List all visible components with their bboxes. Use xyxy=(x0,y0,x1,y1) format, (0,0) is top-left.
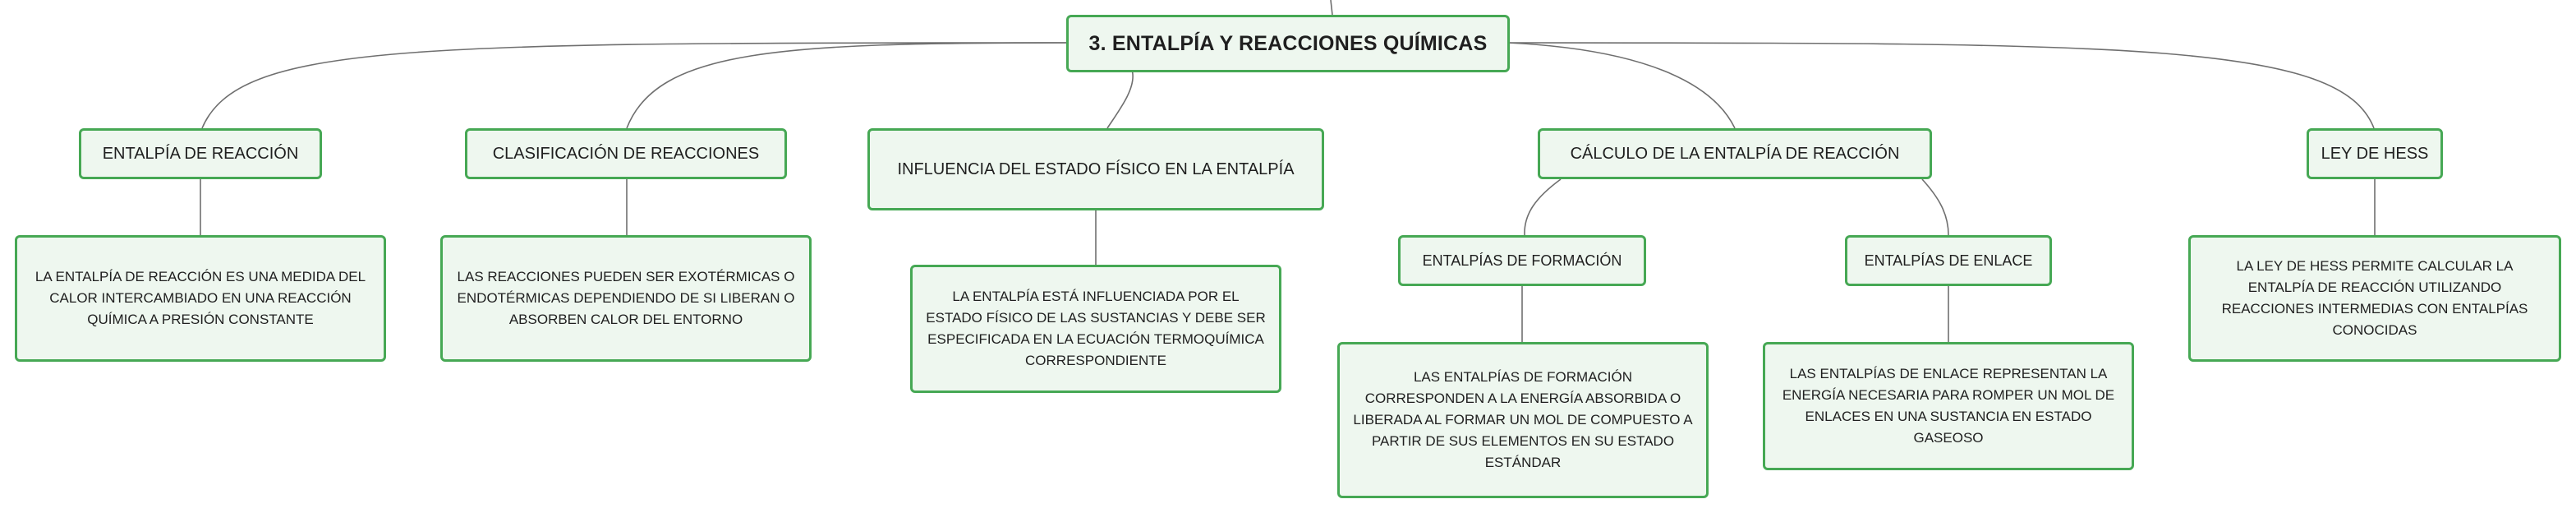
root-topic-label: 3. ENTALPÍA Y REACCIONES QUÍMICAS xyxy=(1088,31,1488,55)
topic-enthalpy-reaction[interactable]: ENTALPÍA DE REACCIÓN xyxy=(79,128,322,179)
description-text: LA LEY DE HESS PERMITE CALCULAR LA ENTAL… xyxy=(2221,258,2528,338)
description-text: LAS REACCIONES PUEDEN SER EXOTÉRMICAS O … xyxy=(457,269,795,327)
connector-root-hess xyxy=(1507,42,2375,129)
topic-calculation[interactable]: CÁLCULO DE LA ENTALPÍA DE REACCIÓN xyxy=(1538,128,1932,179)
connector-calculation-formation xyxy=(1524,178,1562,236)
description-text: LA ENTALPÍA DE REACCIÓN ES UNA MEDIDA DE… xyxy=(34,269,366,327)
topic-label: CÁLCULO DE LA ENTALPÍA DE REACCIÓN xyxy=(1570,144,1900,163)
topic-classification[interactable]: CLASIFICACIÓN DE REACCIONES xyxy=(465,128,787,179)
desc-bond[interactable]: LAS ENTALPÍAS DE ENLACE REPRESENTAN LA E… xyxy=(1763,342,2134,470)
connector-root-calculation xyxy=(1507,42,1736,129)
topic-label: ENTALPÍA DE REACCIÓN xyxy=(102,144,299,163)
topic-physical-state[interactable]: INFLUENCIA DEL ESTADO FÍSICO EN LA ENTAL… xyxy=(867,128,1324,210)
topic-label: INFLUENCIA DEL ESTADO FÍSICO EN LA ENTAL… xyxy=(897,159,1295,178)
connector-root-classification xyxy=(626,42,1069,129)
subtopic-formation[interactable]: ENTALPÍAS DE FORMACIÓN xyxy=(1398,235,1646,286)
topic-label: CLASIFICACIÓN DE REACCIONES xyxy=(492,144,760,163)
topic-label: LEY DE HESS xyxy=(2321,144,2429,163)
desc-classification[interactable]: LAS REACCIONES PUEDEN SER EXOTÉRMICAS O … xyxy=(440,235,812,362)
subtopic-bond[interactable]: ENTALPÍAS DE ENLACE xyxy=(1845,235,2052,286)
connector-calculation-bond xyxy=(1921,178,1949,236)
root-topic-node[interactable]: 3. ENTALPÍA Y REACCIONES QUÍMICAS xyxy=(1066,15,1510,72)
description-text: LAS ENTALPÍAS DE FORMACIÓN CORRESPONDEN … xyxy=(1353,369,1693,470)
desc-hess[interactable]: LA LEY DE HESS PERMITE CALCULAR LA ENTAL… xyxy=(2188,235,2561,362)
topic-hess[interactable]: LEY DE HESS xyxy=(2307,128,2443,179)
subtopic-label: ENTALPÍAS DE FORMACIÓN xyxy=(1422,252,1622,269)
desc-formation[interactable]: LAS ENTALPÍAS DE FORMACIÓN CORRESPONDEN … xyxy=(1337,342,1709,498)
description-text: LAS ENTALPÍAS DE ENLACE REPRESENTAN LA E… xyxy=(1782,366,2115,446)
subtopic-label: ENTALPÍAS DE ENLACE xyxy=(1864,252,2033,269)
desc-enthalpy-reaction[interactable]: LA ENTALPÍA DE REACCIÓN ES UNA MEDIDA DE… xyxy=(15,235,386,362)
connector-root-enthalpy-reaction xyxy=(201,42,1069,129)
connector-parent xyxy=(1330,0,1333,16)
desc-physical-state[interactable]: LA ENTALPÍA ESTÁ INFLUENCIADA POR EL EST… xyxy=(910,265,1281,393)
description-text: LA ENTALPÍA ESTÁ INFLUENCIADA POR EL EST… xyxy=(926,289,1266,368)
